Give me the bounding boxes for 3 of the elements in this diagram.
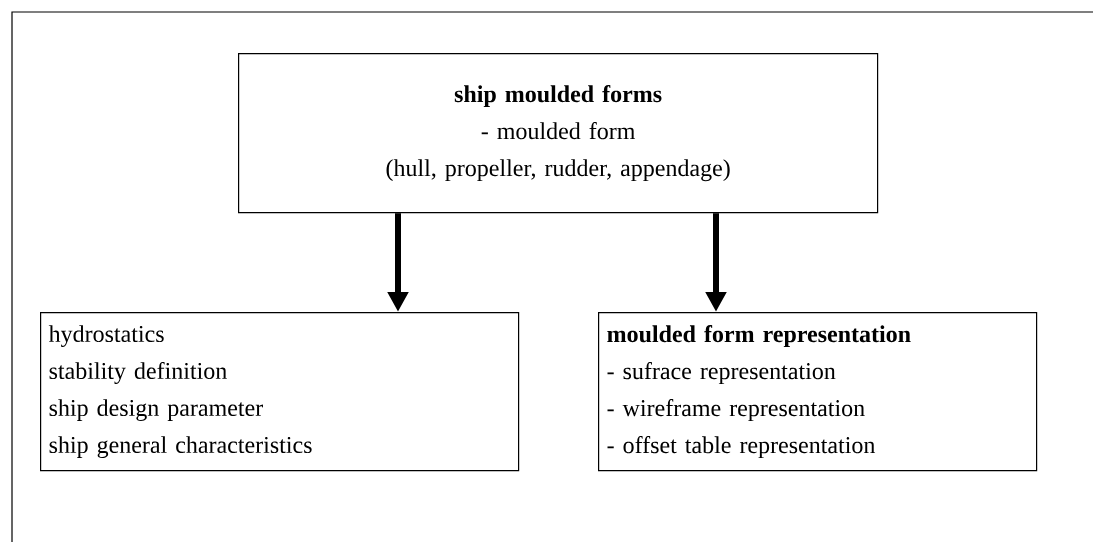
text-box: moulded form representation - sufrace representation - wireframe representation - offset table representation xyxy=(598,312,1038,472)
text-box: hydrostatics stability definition ship design parameter ship general characteristics xyxy=(40,312,520,472)
text-box: ship moulded forms - moulded form (hull, propeller, rudder, appendage) xyxy=(238,53,879,214)
